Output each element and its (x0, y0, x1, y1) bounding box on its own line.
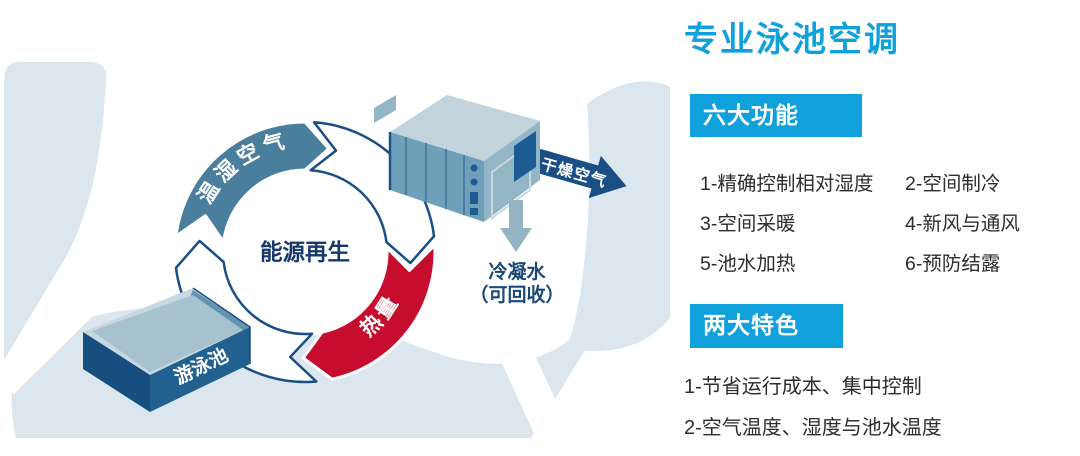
ring-segment-return-bottom (174, 239, 318, 384)
machine-control-buttons (470, 164, 478, 215)
function-item-1: 1-精确控制相对湿度 (700, 173, 874, 195)
function-item-2: 2-空间制冷 (905, 173, 1001, 195)
function-item-6: 6-预防结露 (905, 253, 1001, 275)
condensate-label-line2: （可回收） (469, 283, 564, 306)
machine-flange (374, 95, 396, 123)
bg-white-band-left (0, 288, 103, 394)
pool-side-face (83, 332, 150, 412)
condensate-label-line1: 冷凝水 (488, 260, 546, 283)
machine-panel-seams (405, 137, 465, 215)
section-heading-text: 两大特色 (703, 312, 799, 338)
bg-white-band-right (479, 298, 573, 449)
feature-item-2: 2-空气温度、湿度与池水温度 (684, 417, 942, 439)
page-title: 专业泳池空调 (684, 21, 900, 59)
condensate-down-arrow (500, 200, 532, 252)
functions-list: 1-精确控制相对湿度 2-空间制冷 3-空间采暖 4-新风与通风 5-池水加热 … (700, 171, 1020, 277)
bg-right-shape (567, 81, 670, 351)
ring-center-disc (221, 168, 389, 336)
cycle-ring (174, 120, 437, 384)
section-header-functions: 六大功能 (690, 94, 862, 137)
swimming-pool: 游泳池 (83, 287, 251, 412)
section-heading-text: 六大功能 (703, 102, 799, 128)
pool-inner-wall (190, 290, 250, 331)
cycle-diagram: 温湿空气 热量 能源再生 游泳池 干燥空气 (0, 62, 670, 449)
feature-item-1: 1-节省运行成本、集中控制 (684, 376, 922, 398)
machine-top-face (390, 95, 540, 161)
features-list: 1-节省运行成本、集中控制 2-空气温度、湿度与池水温度 (684, 367, 942, 449)
ring-segment-heat (301, 243, 437, 381)
ring-segment-humid-air (174, 120, 331, 244)
function-item-3: 3-空间采暖 (700, 213, 796, 235)
section-header-features: 两大特色 (690, 304, 843, 348)
dry-air-arrow-shape (533, 148, 627, 199)
function-item-5: 5-池水加热 (700, 253, 796, 275)
machine-front-face (390, 132, 484, 222)
machine-vent-window (514, 131, 536, 182)
bg-left-band (4, 62, 107, 360)
pool-edge-line (192, 287, 251, 364)
info-panel: 专业泳池空调 六大功能 1-精确控制相对湿度 2-空间制冷 3-空间采暖 4-新… (678, 0, 1080, 456)
cycle-center-label: 能源再生 (260, 239, 350, 265)
dehumidifier-unit (374, 95, 540, 222)
ring-segment-supply-top (309, 121, 436, 265)
function-item-4: 4-新风与通风 (905, 213, 1020, 235)
pool-water (92, 295, 243, 372)
pool-front-face (150, 327, 250, 412)
